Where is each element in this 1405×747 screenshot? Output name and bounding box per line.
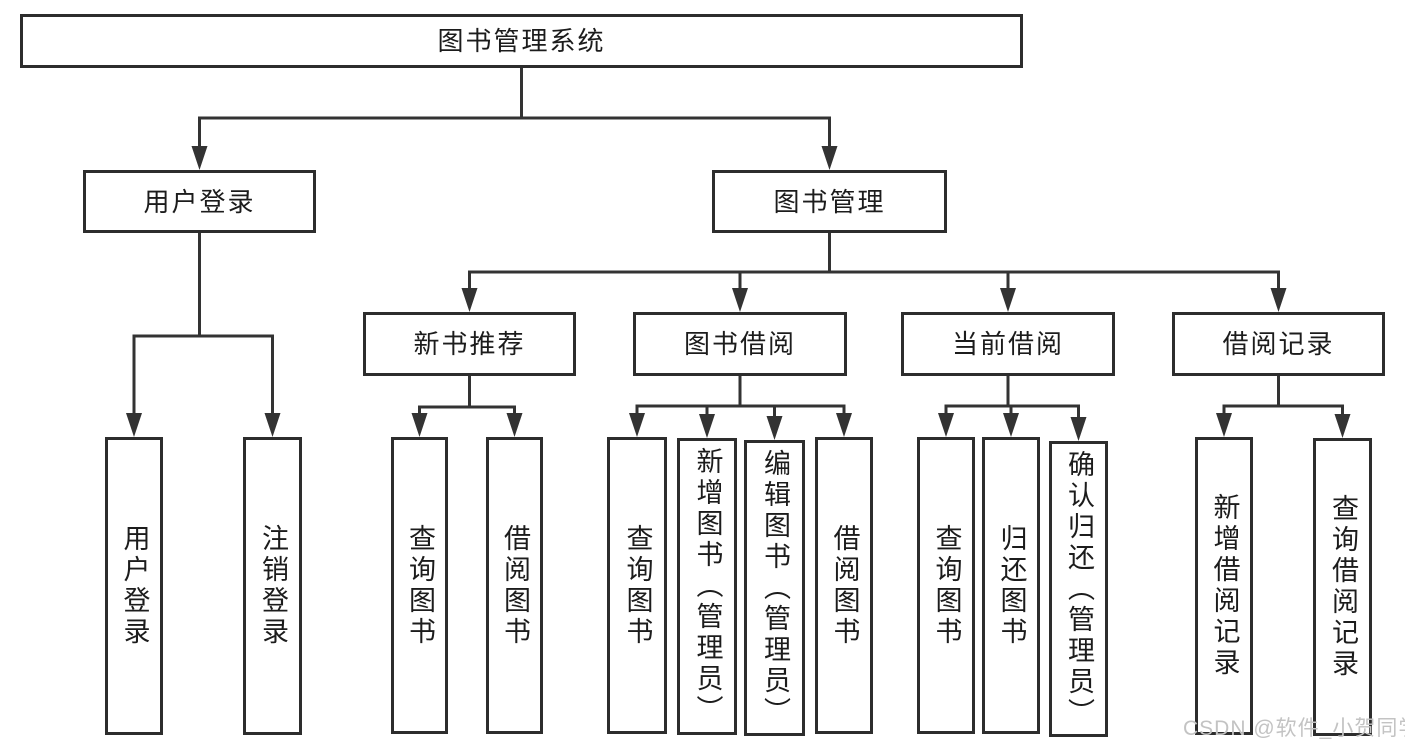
arrowhead-leaf-query-books-2 <box>629 413 645 437</box>
arrowhead-borrow-records <box>1270 288 1287 312</box>
node-leaf-confirm-return: 确认归还（管理员） <box>1049 441 1108 737</box>
node-current-borrow: 当前借阅 <box>901 312 1115 376</box>
arrowhead-leaf-borrow-books-2 <box>836 413 852 437</box>
node-leaf-query-books-3: 查询图书 <box>917 437 975 734</box>
arrowhead-book-borrow <box>732 288 748 312</box>
arrowhead-leaf-query-borrow-rec <box>1334 414 1351 438</box>
arrowhead-leaf-borrow-books-1 <box>506 413 523 437</box>
arrowhead-leaf-logout <box>264 413 281 437</box>
node-leaf-borrow-books-1: 借阅图书 <box>486 437 543 734</box>
arrowhead-leaf-add-books <box>699 414 715 438</box>
node-user-login: 用户登录 <box>83 170 316 233</box>
node-leaf-query-books-1: 查询图书 <box>391 437 448 734</box>
arrowhead-leaf-query-books-1 <box>411 413 428 437</box>
arrowhead-leaf-add-borrow-rec <box>1216 413 1232 437</box>
arrowhead-leaf-user-login <box>126 413 142 437</box>
node-leaf-logout: 注销登录 <box>243 437 302 735</box>
arrowhead-leaf-edit-books <box>766 416 783 440</box>
arrowhead-leaf-return-books <box>1003 413 1019 437</box>
node-root: 图书管理系统 <box>20 14 1023 68</box>
arrowhead-leaf-confirm-return <box>1070 417 1087 441</box>
arrowhead-leaf-query-books-3 <box>938 413 954 437</box>
node-leaf-user-login: 用户登录 <box>105 437 163 735</box>
node-leaf-add-books: 新增图书（管理员） <box>677 438 737 735</box>
node-book-borrow: 图书借阅 <box>633 312 847 376</box>
node-book-mgmt: 图书管理 <box>712 170 947 233</box>
node-leaf-return-books: 归还图书 <box>982 437 1040 734</box>
node-new-book-rec: 新书推荐 <box>363 312 576 376</box>
node-leaf-query-borrow-rec: 查询借阅记录 <box>1313 438 1372 736</box>
node-leaf-query-books-2: 查询图书 <box>607 437 667 734</box>
arrowhead-new-book-rec <box>461 288 478 312</box>
watermark-text: CSDN @软件_小贺同学 <box>1183 717 1405 740</box>
node-leaf-add-borrow-rec: 新增借阅记录 <box>1195 437 1253 735</box>
arrowhead-book-mgmt <box>821 146 838 170</box>
arrowhead-current-borrow <box>1000 288 1016 312</box>
arrowhead-user-login <box>191 146 208 170</box>
node-leaf-borrow-books-2: 借阅图书 <box>815 437 873 734</box>
node-leaf-edit-books: 编辑图书（管理员） <box>744 440 805 736</box>
node-borrow-records: 借阅记录 <box>1172 312 1385 376</box>
